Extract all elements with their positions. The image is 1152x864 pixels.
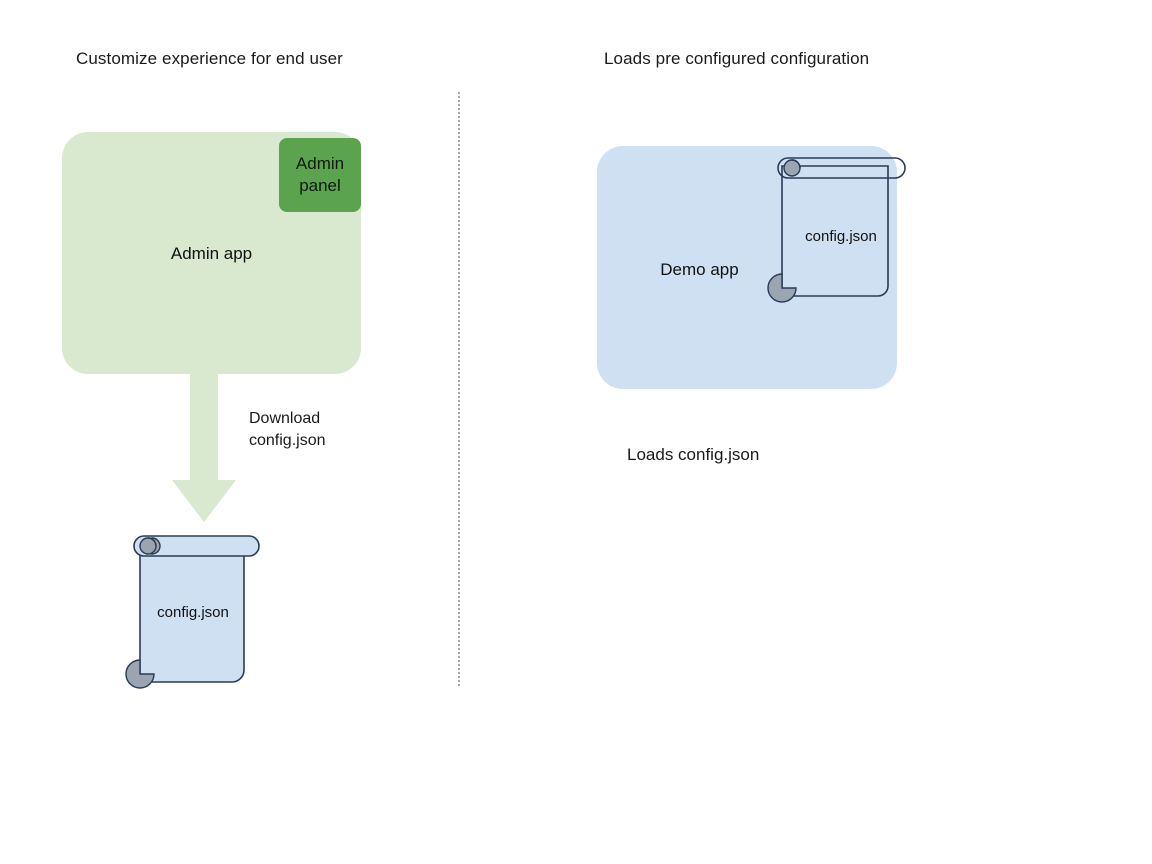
config-json-document-right[interactable] [766,152,916,312]
download-arrow-icon [172,370,236,522]
loads-config-caption: Loads config.json [627,445,760,464]
demo-app-box[interactable] [597,146,897,389]
config-json-document-left[interactable] [118,528,268,693]
download-arrow-label-line2: config.json [249,432,326,449]
right-column-header: Loads pre configured configuration [604,49,870,68]
download-arrow-label-line1: Download [249,410,321,427]
column-divider [458,92,460,686]
demo-app-label: Demo app [660,260,739,279]
left-column-header: Customize experience for end user [76,49,343,68]
admin-panel-label-line2: panel [299,176,341,195]
admin-app-label: Admin app [170,244,253,263]
config-json-label-right: config.json [805,228,877,245]
config-json-label-left: config.json [157,604,229,621]
admin-panel-label-line1: Admin [295,154,345,173]
admin-panel-box[interactable]: Admin panel [279,138,361,212]
